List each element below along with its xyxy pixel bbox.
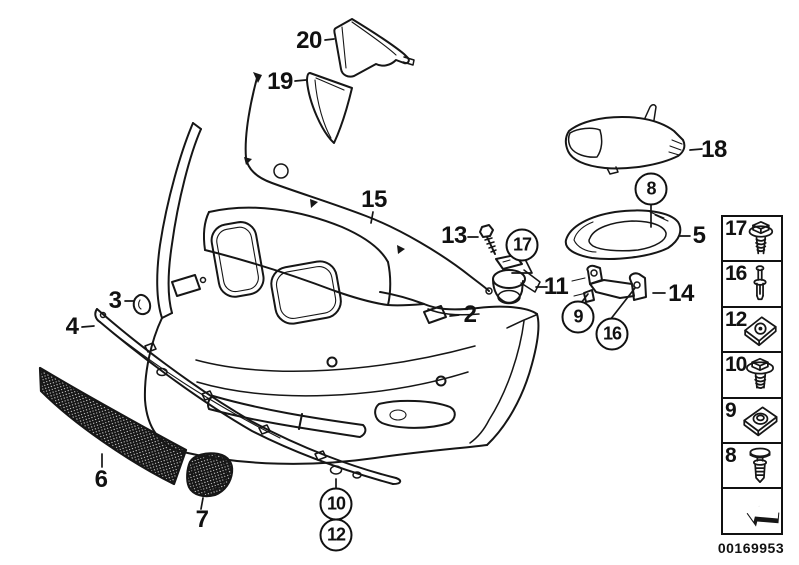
mesh-grille-drawing [38,366,188,486]
clip-nut-icon [739,309,781,350]
small-mesh-grille-drawing [186,452,234,498]
callout-11[interactable]: 11 [543,273,569,300]
cover-hook-drawing [132,293,152,316]
legend-cell: 10 [723,353,781,399]
screw-drawing [479,224,497,255]
legend-part-number: 10 [725,353,747,377]
fastener-legend-table: 17 16 12 10 9 8 [721,215,783,535]
callout-13[interactable]: 13 [441,222,467,249]
legend-cell: 17 [723,217,781,263]
fog-grille-trim-drawing [564,209,682,260]
callout-20[interactable]: 20 [296,27,322,54]
callout-5[interactable]: 5 [692,222,706,249]
callout-8[interactable]: 8 [634,172,668,206]
legend-cell: 16 [723,262,781,308]
direction-arrow-icon [739,490,781,531]
legend-part-number: 16 [725,262,747,286]
callout-12[interactable]: 12 [319,518,353,552]
callout-6[interactable]: 6 [94,466,108,493]
support-strip-drawing [94,308,402,485]
expanding-rivet-icon [739,445,781,486]
cover-triangle-drawing [306,72,353,144]
leader-line-16 [609,287,636,321]
callout-2[interactable]: 2 [463,301,477,328]
leader-line-7 [200,497,204,510]
legend-cell: 12 [723,307,781,354]
leader-line-19 [294,79,307,82]
legend-part-number: 17 [725,217,747,240]
callout-14[interactable]: 14 [668,280,694,307]
expansion-pin-icon [739,263,781,304]
legend-part-number: 12 [725,307,747,331]
bumper-cover-drawing [143,122,540,465]
legend-part-number: 9 [725,398,737,422]
legend-cell: 8 [723,443,781,490]
callout-3[interactable]: 3 [108,287,122,314]
legend-cell: 9 [723,399,781,444]
washer-hose-drawing [244,72,493,295]
leader-line-15 [370,211,374,224]
leader-line-20 [324,38,335,41]
clip-nut-round-icon [739,400,781,441]
hex-bolt-washer-icon [739,354,781,395]
callout-7[interactable]: 7 [195,506,209,533]
callout-9[interactable]: 9 [561,300,595,334]
bracket-drawing [571,264,647,303]
leader-line-17 [511,258,533,274]
callout-10[interactable]: 10 [319,487,353,521]
legend-cell [723,489,781,532]
callout-19[interactable]: 19 [267,68,293,95]
hex-screw-washer-icon [739,218,781,259]
image-number: 00169953 [717,540,785,556]
washer-jet-drawing [492,254,541,305]
callout-16[interactable]: 16 [595,317,629,351]
callout-15[interactable]: 15 [361,186,387,213]
legend-part-number: 8 [725,443,737,467]
callout-4[interactable]: 4 [65,313,79,340]
leader-line-4 [81,325,95,328]
leader-line-18 [689,148,703,151]
leader-lines [81,38,703,510]
leader-line-2 [449,314,460,317]
callout-18[interactable]: 18 [701,136,727,163]
holder-drawing [333,18,415,78]
air-duct-drawing [564,104,686,175]
callout-17[interactable]: 17 [505,228,539,262]
